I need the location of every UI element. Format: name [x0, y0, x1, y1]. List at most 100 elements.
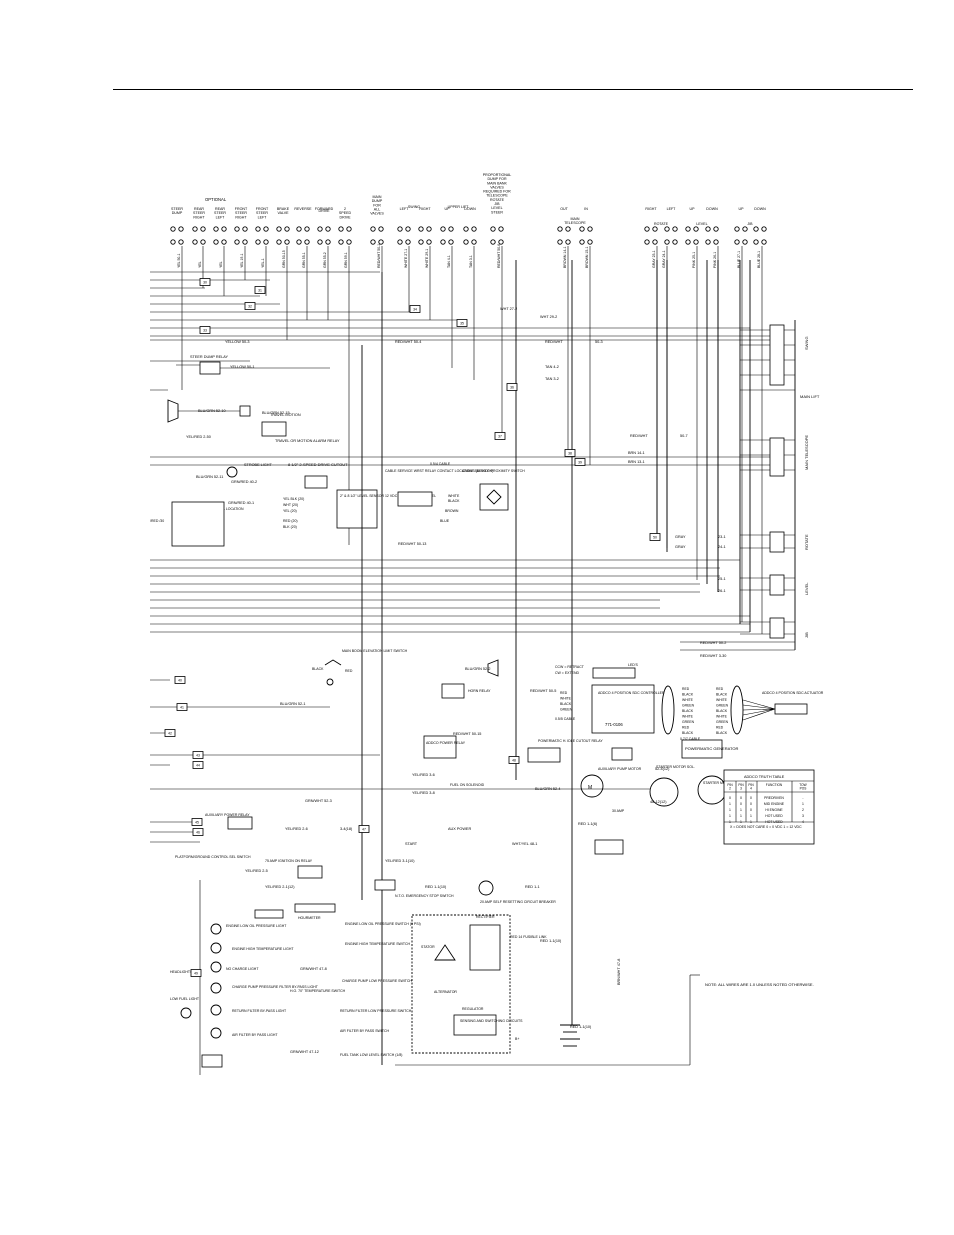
- connector-pin: [418, 239, 424, 245]
- connector-pin: [448, 239, 454, 245]
- truth-cell: HI ENGINE: [765, 808, 783, 812]
- truth-cell: 1: [802, 802, 804, 806]
- wire-tag: WHITE 29-1: [425, 249, 429, 268]
- connector-pin: [498, 239, 504, 245]
- right-terminals: SWING MAIN LIFT MAIN TELESCOPE ROTATE LE…: [680, 320, 820, 651]
- svg-text:AIR FILTER BY PASS LIGHT: AIR FILTER BY PASS LIGHT: [232, 1033, 278, 1037]
- truth-cell: 2: [802, 808, 804, 812]
- connector-pin: [242, 226, 248, 232]
- svg-text:NO CHARGE LIGHT: NO CHARGE LIGHT: [226, 967, 259, 971]
- indicator-lights: HOURMETER ENGINE LOW OIL PRESSURE LIGHT …: [170, 903, 421, 1068]
- svg-text:ADDCO TRUTH TABLE: ADDCO TRUTH TABLE: [744, 775, 785, 779]
- wire-number-tag: [506, 383, 518, 391]
- connector-pin: [652, 226, 658, 232]
- svg-text:RETURN FILTER LOW PRESSURE SWI: RETURN FILTER LOW PRESSURE SWITCH: [340, 1009, 412, 1013]
- connector-pin: [178, 239, 184, 245]
- svg-text:RED/WHT: RED/WHT: [630, 434, 648, 438]
- wire-number-text: 37: [498, 435, 502, 439]
- wire-number-tag: [254, 286, 266, 294]
- telescope-side-label: MAIN TELESCOPE: [804, 435, 809, 470]
- wire-tag: BLUE 28-1: [757, 251, 761, 268]
- truth-cell: X: [740, 796, 743, 800]
- connector-pin: [498, 226, 504, 232]
- connector-pin: [579, 226, 585, 232]
- svg-text:WHT 27-2: WHT 27-2: [500, 307, 517, 311]
- cable-pin-label: RED: [682, 687, 690, 691]
- svg-text:BLACK: BLACK: [312, 667, 324, 671]
- wire-number-tag: [199, 278, 211, 286]
- valve-label-level_up: UP: [690, 207, 696, 211]
- connector-pin: [325, 239, 331, 245]
- truth-cell: HOT USED: [765, 820, 783, 824]
- wire-number-text: 36: [510, 386, 514, 390]
- svg-text:RED/WHT 3-30: RED/WHT 3-30: [700, 654, 726, 658]
- svg-text:TRAVEL MOTION: TRAVEL MOTION: [270, 413, 301, 417]
- wire-number-tag: [244, 302, 256, 310]
- svg-text:WHT/YEL 48-1: WHT/YEL 48-1: [512, 842, 537, 846]
- svg-text:POWERMATIC GENERATOR: POWERMATIC GENERATOR: [685, 746, 738, 751]
- wire-tag: WHITE 27-1: [404, 249, 408, 268]
- wire-tag: RED/WHT 50-6: [497, 244, 501, 268]
- wire-number-text: 32: [248, 305, 252, 309]
- svg-text:REGULATOR: REGULATOR: [462, 1007, 484, 1011]
- connector-pin: [378, 239, 384, 245]
- connector-pin: [565, 226, 571, 232]
- svg-text:PLATFORM/GROUND CONTROL SEL SW: PLATFORM/GROUND CONTROL SEL SWITCH: [175, 855, 251, 859]
- svg-text:75 AMP IGNITION ON RELAY: 75 AMP IGNITION ON RELAY: [265, 859, 313, 863]
- connector-pin: [234, 226, 240, 232]
- two-speed-cutout: 8 1/2" 2-SPEED DRIVE CUTOUT 2" & 8 1/2" …: [283, 462, 436, 529]
- wire-number-text: 47: [362, 828, 366, 832]
- cable-pin-label: GREEN: [716, 720, 729, 724]
- svg-text:B+: B+: [515, 1037, 519, 1041]
- svg-text:0.5/4 CABLE: 0.5/4 CABLE: [430, 462, 451, 466]
- connector-pin: [178, 226, 184, 232]
- upper-bus-lines: [150, 271, 780, 466]
- optional-label: OPTIONAL: [205, 197, 227, 202]
- connector-pin: [742, 239, 748, 245]
- wire-tag: TAN 4-1: [447, 255, 451, 268]
- wire-number-tag: [456, 319, 468, 327]
- truth-cell: HOT USED: [765, 814, 783, 818]
- truth-cell: 1: [740, 820, 742, 824]
- connector-pin: [221, 239, 227, 245]
- svg-text:RED 1-1(6): RED 1-1(6): [578, 822, 598, 826]
- connector-pin: [221, 226, 227, 232]
- truth-cell: 1: [740, 808, 742, 812]
- truth-cell: 0: [750, 802, 752, 806]
- connector-pin: [664, 226, 670, 232]
- svg-text:CABLE SERVICE PROXIMITY SWITCH: CABLE SERVICE PROXIMITY SWITCH: [462, 469, 525, 473]
- truth-cell: 0: [750, 808, 752, 812]
- connector-pin: [471, 226, 477, 232]
- connector-pin: [200, 226, 206, 232]
- svg-text:50-7: 50-7: [680, 434, 688, 438]
- cable-pin-label: RED: [682, 726, 690, 730]
- wire-number-text: 40: [178, 679, 182, 683]
- horn: HORN RELAY: [441, 659, 499, 699]
- connector-pin: [234, 239, 240, 245]
- svg-text:20 AMP SELF RESETTING CIRCUIT: 20 AMP SELF RESETTING CIRCUIT BREAKER: [480, 900, 556, 904]
- svg-text:WHITE: WHITE: [448, 494, 460, 498]
- connector-pin: [685, 239, 691, 245]
- svg-text:BLU/GRN 52-2: BLU/GRN 52-2: [465, 667, 491, 671]
- wire-tag: BROWN 14-1: [563, 247, 567, 268]
- connector-pin: [440, 226, 446, 232]
- connector-pin: [761, 226, 767, 232]
- wire-number-tag: [176, 703, 188, 711]
- svg-text:RED 1-1: RED 1-1: [525, 885, 540, 889]
- level-side-label: LEVEL: [804, 582, 809, 595]
- connector-pin: [753, 239, 759, 245]
- wire-number-tag: [508, 756, 520, 764]
- svg-text:YEL/RED 2-5: YEL/RED 2-5: [245, 869, 268, 873]
- connector-pin: [296, 226, 302, 232]
- connector-pin: [734, 239, 740, 245]
- svg-text:H.O. 70" TEMPERATURE SWITCH: H.O. 70" TEMPERATURE SWITCH: [290, 989, 346, 993]
- svg-text:BLU/GRN 52-11: BLU/GRN 52-11: [196, 475, 223, 479]
- truth-cell: 1: [740, 814, 742, 818]
- wire-number-text: 41: [180, 706, 184, 710]
- connector-pin: [255, 226, 261, 232]
- wire-number-text: 50: [653, 536, 657, 540]
- steer-dump-relay: STEER DUMP RELAY: [176, 355, 330, 375]
- connector-pin: [213, 239, 219, 245]
